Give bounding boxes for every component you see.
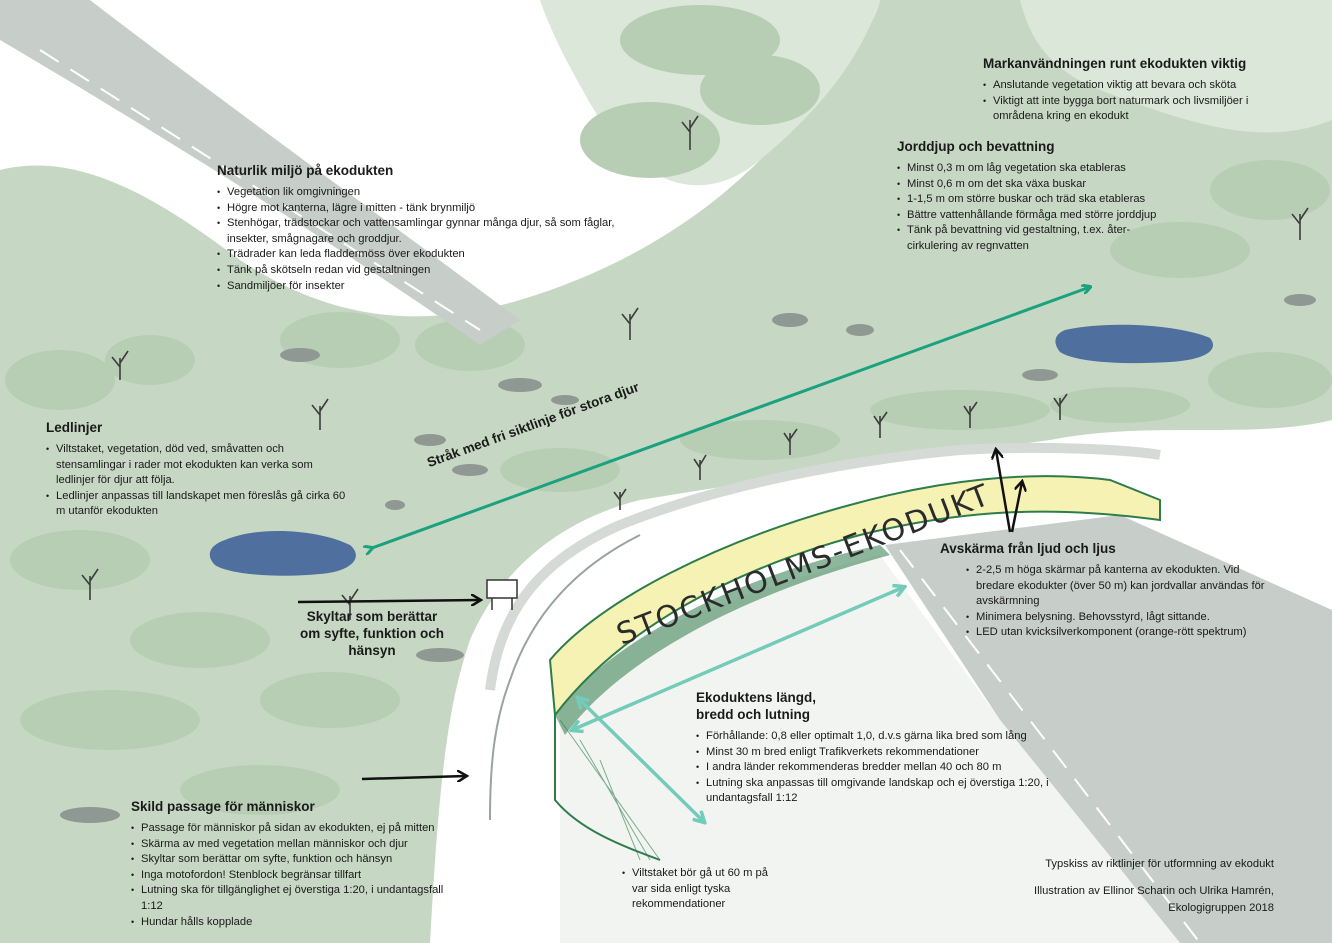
skild-block: Skild passage för människor Passage för … <box>131 798 461 930</box>
credit-authors: Illustration av Ellinor Scharin och Ulri… <box>1033 885 1274 897</box>
list-item: Trädrader kan leda fladdermöss över ekod… <box>217 247 617 263</box>
list-item: Lutning ska för tillgänglighet ej överst… <box>131 883 461 914</box>
bridge-fence <box>554 715 661 861</box>
viltstaket-block: Viltstaket bör gå ut 60 m på var sida en… <box>622 866 772 913</box>
skyltar-arrow <box>297 600 480 602</box>
credit-caption: Typskiss av riktlinjer för utformning av… <box>1045 858 1274 870</box>
list-item: Tänk på bevattning vid gestaltning, t.ex… <box>897 223 1157 254</box>
list-item: Skärma av med vegetation mellan människo… <box>131 837 461 853</box>
naturlik-list: Vegetation lik omgivningen Högre mot kan… <box>217 185 617 294</box>
pond-right <box>1055 324 1214 364</box>
list-item: Lutning ska anpassas till omgivande land… <box>696 776 1066 807</box>
list-item: Hundar hålls kopplade <box>131 915 461 931</box>
list-item: Stenhögar, trädstockar och vattensamling… <box>217 216 617 247</box>
road-lower-lane <box>899 549 1201 943</box>
list-item: Viltstaket bör gå ut 60 m på var sida en… <box>622 866 772 913</box>
strak-arrow <box>372 287 1090 548</box>
people-path-edge <box>489 534 641 821</box>
avskarma-block: Avskärma från ljud och ljus 2-2,5 m höga… <box>940 540 1270 641</box>
list-item: Inga motofordon! Stenblock begränsar til… <box>131 868 461 884</box>
list-item: LED utan kvicksilverkomponent (orange-rö… <box>966 625 1270 641</box>
jorddjup-block: Jorddjup och bevattning Minst 0,3 m om l… <box>897 138 1157 255</box>
list-item: Ledlinjer anpassas till landskapet men f… <box>46 489 346 520</box>
jorddjup-heading: Jorddjup och bevattning <box>897 139 1055 154</box>
list-item: 2-2,5 m höga skärmar på kanterna av ekod… <box>966 563 1270 610</box>
sign-board-drawing <box>486 579 518 610</box>
list-item: Vegetation lik omgivningen <box>217 185 617 201</box>
list-item: Bättre vattenhållande förmåga med större… <box>897 208 1157 224</box>
list-item: Förhållande: 0,8 eller optimalt 1,0, d.v… <box>696 729 1066 745</box>
viltstaket-list: Viltstaket bör gå ut 60 m på var sida en… <box>622 866 772 913</box>
list-item: Viktigt att inte bygga bort naturmark oc… <box>983 94 1283 125</box>
skild-list: Passage för människor på sidan av ekoduk… <box>131 821 461 930</box>
list-item: Sandmiljöer för insekter <box>217 279 617 295</box>
ledlinjer-block: Ledlinjer Viltstaket, vegetation, död ve… <box>46 419 346 520</box>
list-item: Viltstaket, vegetation, död ved, småvatt… <box>46 442 346 489</box>
markanvandning-heading: Markanvändningen runt ekodukten viktig <box>983 56 1247 71</box>
pond-left <box>209 530 356 576</box>
list-item: I andra länder rekommenderas bredder mel… <box>696 760 1066 776</box>
markanvandning-block: Markanvändningen runt ekodukten viktig A… <box>983 55 1283 125</box>
length-arrow <box>578 698 704 822</box>
naturlik-heading: Naturlik miljö på ekodukten <box>217 163 394 178</box>
list-item: 1-1,5 m om större buskar och träd ska et… <box>897 192 1157 208</box>
bridge-screen <box>555 545 890 735</box>
langd-block: Ekoduktens längd, bredd och lutning Förh… <box>696 689 1066 807</box>
avskarma-list: 2-2,5 m höga skärmar på kanterna av ekod… <box>940 563 1270 641</box>
avskarma-arrow-right <box>1010 482 1022 533</box>
skild-heading: Skild passage för människor <box>131 799 315 814</box>
list-item: Anslutande vegetation viktig att bevara … <box>983 78 1283 94</box>
skyltar-label: Skyltar som berättar om syfte, funktion … <box>299 609 444 658</box>
list-item: Minimera belysning. Behovsstyrd, lågt si… <box>966 610 1270 626</box>
list-item: Högre mot kanterna, lägre i mitten - tän… <box>217 201 617 217</box>
avskarma-arrow-left <box>996 450 1012 533</box>
skild-arrow <box>361 776 466 779</box>
ledlinjer-list: Viltstaket, vegetation, död ved, småvatt… <box>46 442 346 520</box>
list-item: Minst 0,3 m om låg vegetation ska etable… <box>897 161 1157 177</box>
list-item: Minst 30 m bred enligt Trafikverkets rek… <box>696 745 1066 761</box>
langd-list: Förhållande: 0,8 eller optimalt 1,0, d.v… <box>696 729 1066 807</box>
markanvandning-list: Anslutande vegetation viktig att bevara … <box>983 78 1283 125</box>
avskarma-heading: Avskärma från ljud och ljus <box>940 541 1116 556</box>
list-item: Minst 0,6 m om det ska växa buskar <box>897 177 1157 193</box>
naturlik-block: Naturlik miljö på ekodukten Vegetation l… <box>217 162 617 294</box>
list-item: Passage för människor på sidan av ekoduk… <box>131 821 461 837</box>
ledlinjer-heading: Ledlinjer <box>46 420 103 435</box>
credit-org: Ekologigruppen 2018 <box>1168 902 1274 914</box>
jorddjup-list: Minst 0,3 m om låg vegetation ska etable… <box>897 161 1157 255</box>
list-item: Tänk på skötseln redan vid gestaltningen <box>217 263 617 279</box>
list-item: Skyltar som berättar om syfte, funktion … <box>131 852 461 868</box>
langd-heading: Ekoduktens längd, bredd och lutning <box>696 690 817 722</box>
